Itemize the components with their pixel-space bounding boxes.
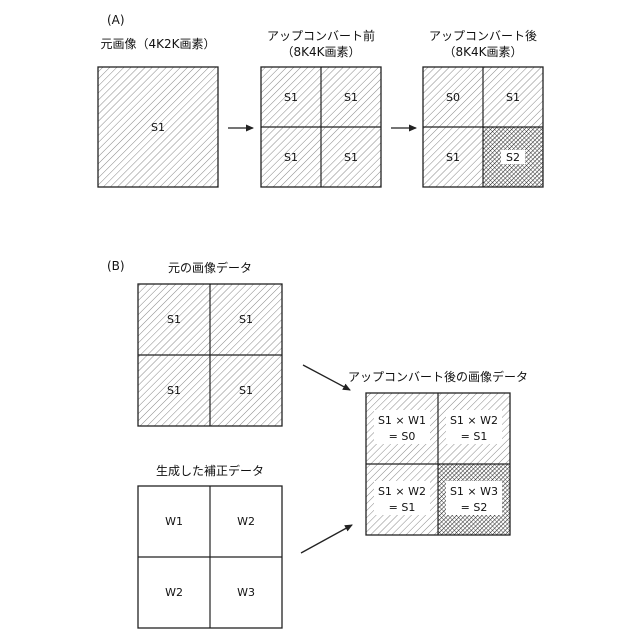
correction-data-cell-br: W3 [237,586,255,599]
before-title-line1: アップコンバート前 [267,28,375,43]
original-data-cell-br: S1 [239,384,253,397]
after-title-line1: アップコンバート後 [429,29,537,43]
after-cell-tl: S0 [446,91,460,104]
result-cell-br-result: = S2 [461,501,488,514]
before-cell-tl: S1 [284,91,298,104]
result-cell-bl-result: = S1 [389,501,416,514]
after-cell-bl: S1 [446,151,460,164]
section-b-label: (B) [107,259,125,273]
original-data-cell-tl: S1 [167,313,181,326]
result-cell-tl-formula: S1 × W1 [378,414,426,427]
result-cell-tl-result: = S0 [389,430,416,443]
original-data-title: 元の画像データ [168,260,252,275]
before-cell-br: S1 [344,151,358,164]
correction-data-cell-bl: W2 [165,586,183,599]
arrow-original-data-to-result [303,365,350,390]
result-data-title: アップコンバート後の画像データ [348,369,528,384]
before-cell-bl: S1 [284,151,298,164]
after-title-line2: （8K4K画素） [443,45,522,59]
result-cell-bl-formula: S1 × W2 [378,485,426,498]
result-image-data-panel: アップコンバート後の画像データ S1 × W1 = S0 S1 × W2 = S… [348,369,528,535]
original-data-cell-tr: S1 [239,313,253,326]
before-upconversion-panel: アップコンバート前 （8K4K画素） S1 S1 S1 S1 [261,28,381,187]
before-cell-tr: S1 [344,91,358,104]
correction-data-title: 生成した補正データ [156,463,264,478]
result-cell-br-formula: S1 × W3 [450,485,498,498]
result-cell-tr-result: = S1 [461,430,488,443]
after-upconversion-panel: アップコンバート後 （8K4K画素） S0 S1 S1 S2 [423,29,543,187]
original-image-data-panel: 元の画像データ S1 S1 S1 S1 [138,260,282,426]
result-cell-tr-formula: S1 × W2 [450,414,498,427]
original-image-title: 元画像（4K2K画素） [100,37,215,51]
correction-data-cell-tr: W2 [237,515,255,528]
before-title-line2: （8K4K画素） [281,45,360,59]
after-cell-br: S2 [506,151,520,164]
arrow-correction-data-to-result [301,525,352,553]
correction-data-cell-tl: W1 [165,515,183,528]
original-data-cell-bl: S1 [167,384,181,397]
original-image-panel: 元画像（4K2K画素） S1 [98,37,218,187]
original-image-cell-label: S1 [151,121,165,134]
section-a-label: (A) [107,13,125,27]
after-cell-tr: S1 [506,91,520,104]
correction-data-panel: 生成した補正データ W1 W2 W2 W3 [138,463,282,628]
